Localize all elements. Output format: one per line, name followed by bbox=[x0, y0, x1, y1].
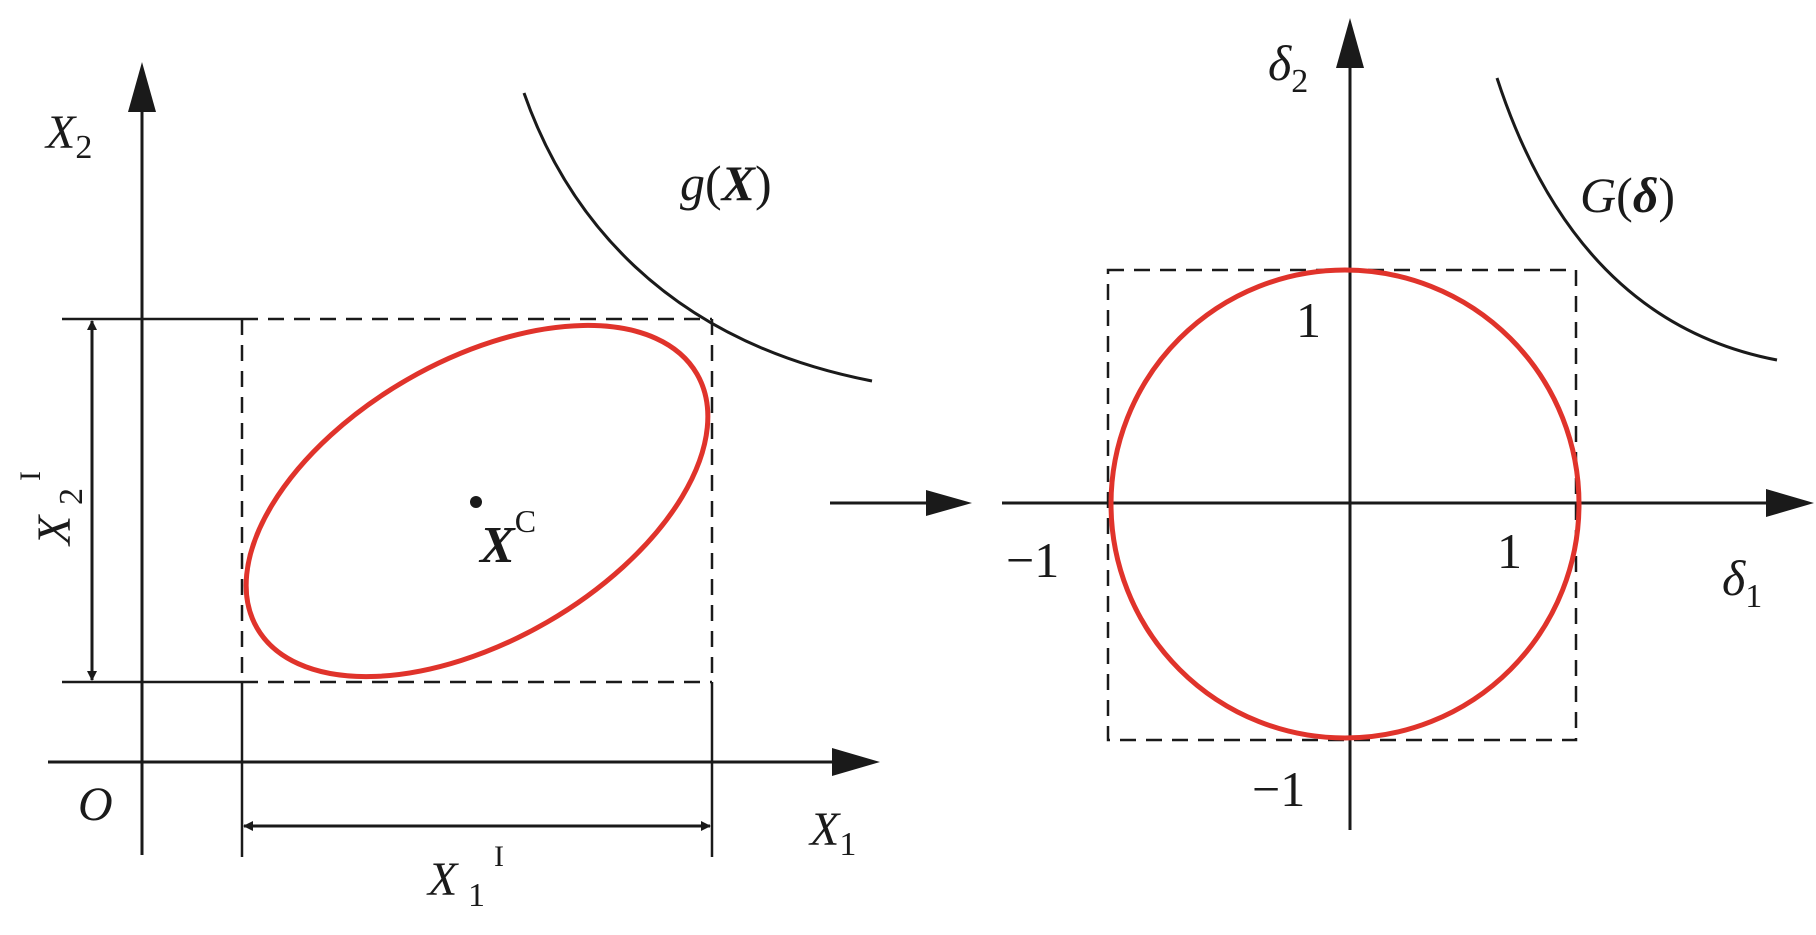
x2-axis-arrowhead bbox=[128, 62, 156, 112]
unit-circle bbox=[1108, 267, 1582, 741]
x1-axis-label: X1 bbox=[808, 803, 856, 863]
svg-text:X: X bbox=[426, 853, 459, 906]
delta2-axis-arrowhead bbox=[1336, 18, 1364, 68]
right-panel: δ2 δ1 G(δ) 1 1 −1 −1 bbox=[1002, 18, 1814, 830]
svg-text:I: I bbox=[494, 840, 504, 873]
transformation-arrowhead bbox=[926, 490, 972, 516]
limit-state-label-g: g(X) bbox=[680, 155, 772, 211]
left-panel: X2 X1 O g(X) XC X 1 I X 2 I bbox=[14, 62, 880, 914]
svg-text:I: I bbox=[14, 471, 47, 481]
delta2-axis-label: δ2 bbox=[1268, 35, 1308, 100]
origin-label: O bbox=[78, 778, 113, 831]
tick-label-pos-x: 1 bbox=[1497, 523, 1522, 579]
svg-text:1: 1 bbox=[468, 877, 485, 914]
delta1-axis-arrowhead bbox=[1766, 489, 1814, 517]
tick-label-pos-y: 1 bbox=[1296, 292, 1321, 348]
x2-axis-label: X2 bbox=[44, 106, 92, 166]
limit-state-curve-g bbox=[522, 92, 873, 383]
x1-axis-arrowhead bbox=[832, 748, 880, 776]
limit-state-curve-G bbox=[1495, 77, 1778, 362]
tick-label-neg-y: −1 bbox=[1252, 761, 1305, 817]
center-label: XC bbox=[478, 503, 536, 574]
x1-interval-label: X 1 I bbox=[426, 840, 504, 914]
x2-interval-label: X 2 I bbox=[14, 471, 90, 547]
limit-state-label-G: G(δ) bbox=[1580, 167, 1675, 223]
svg-text:2: 2 bbox=[53, 488, 90, 505]
uncertainty-ellipse bbox=[243, 322, 711, 680]
delta1-axis-label: δ1 bbox=[1722, 550, 1762, 615]
center-point bbox=[470, 496, 482, 508]
tick-label-neg-x: −1 bbox=[1006, 532, 1059, 588]
svg-text:X: X bbox=[28, 514, 81, 547]
